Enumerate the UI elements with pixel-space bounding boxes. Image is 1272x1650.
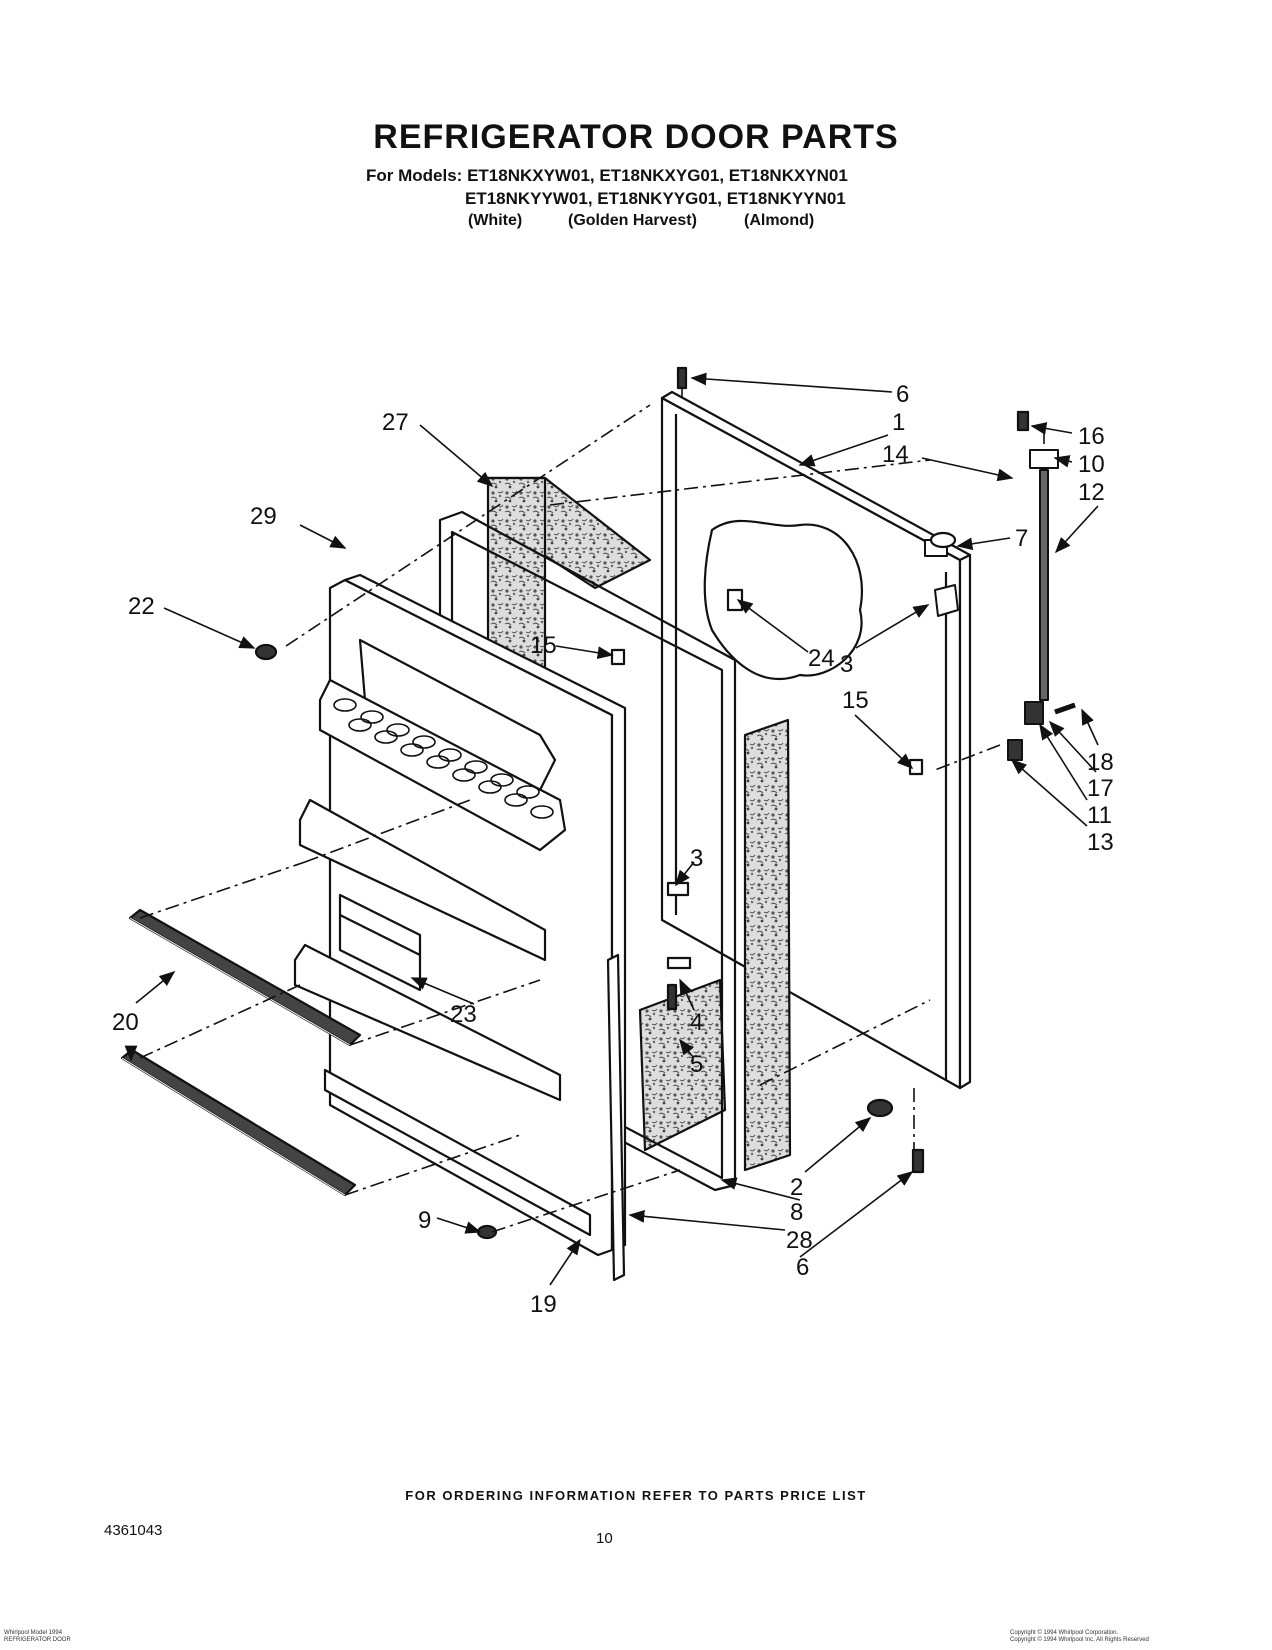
callout-24: 24 — [808, 645, 835, 672]
models-label: For Models: — [366, 166, 463, 185]
inner-door-liner — [293, 573, 627, 1257]
callout-1: 1 — [892, 409, 905, 436]
small-fasteners — [254, 366, 1030, 1240]
callout-13: 13 — [1087, 829, 1114, 856]
callout-20: 20 — [112, 1009, 139, 1036]
callout-17: 17 — [1087, 775, 1114, 802]
callout-29: 29 — [250, 503, 277, 530]
callout-15-right: 15 — [842, 687, 869, 714]
callout-8: 8 — [790, 1199, 803, 1226]
color-almond: (Almond) — [744, 212, 815, 229]
callout-3-right: 3 — [840, 651, 853, 678]
callout-6-bottom: 6 — [796, 1254, 809, 1281]
assembly-lines — [139, 388, 1045, 1233]
document-number: 4361043 — [104, 1522, 163, 1539]
callout-23: 23 — [450, 1001, 477, 1028]
callout-10: 10 — [1078, 451, 1105, 478]
color-white: (White) — [468, 212, 523, 229]
door-stop-strip — [606, 953, 626, 1282]
callout-22: 22 — [128, 593, 155, 620]
callout-2: 2 — [790, 1174, 803, 1201]
callout-5: 5 — [690, 1051, 703, 1078]
callout-27: 27 — [382, 409, 409, 436]
callout-16: 16 — [1078, 423, 1105, 450]
callout-12: 12 — [1078, 479, 1105, 506]
models-list-1: ET18NKXYW01, ET18NKXYG01, ET18NKXYN01 — [467, 166, 848, 185]
page-number: 10 — [596, 1530, 613, 1547]
leader-lines — [124, 372, 1099, 1286]
page-title: REFRIGERATOR DOOR PARTS — [373, 118, 899, 156]
models-row-2: ET18NKYYW01, ET18NKYYG01, ET18NKYYN01 — [465, 189, 846, 208]
callout-3-center: 3 — [690, 845, 703, 872]
callout-14: 14 — [882, 441, 909, 468]
callout-28: 28 — [786, 1227, 813, 1254]
fine-right-line-1: Copyright © 1994 Whirlpool Corporation. — [1010, 1630, 1119, 1636]
fine-right-line-2: Copyright © 1994 Whirlpool Inc. All Righ… — [1010, 1637, 1149, 1643]
hinge-rod — [1007, 449, 1076, 761]
callout-18: 18 — [1087, 749, 1114, 776]
callout-6-top: 6 — [896, 381, 909, 408]
callout-11: 11 — [1087, 802, 1112, 829]
fine-print-right: Copyright © 1994 Whirlpool Corporation. … — [1010, 1630, 1149, 1644]
insulation-strip-center — [638, 978, 727, 1152]
fine-print-left: Whirlpool Model 1994 REFRIGERATOR DOOR — [4, 1630, 71, 1644]
insulation-strip-right — [743, 718, 792, 1172]
callout-labels: 6 1 14 16 10 12 7 3 15 24 18 17 11 13 27… — [112, 381, 1114, 1318]
shelf-rail-upper — [128, 908, 362, 1047]
callout-19: 19 — [530, 1291, 557, 1318]
color-golden-harvest: (Golden Harvest) — [568, 212, 697, 229]
outer-door-panel — [660, 390, 972, 1090]
shelf-rail-lower — [120, 1048, 357, 1197]
callout-15-left: 15 — [530, 632, 557, 659]
models-row-1: For Models: ET18NKXYW01, ET18NKXYG01, ET… — [366, 166, 848, 186]
fine-left-line-2: REFRIGERATOR DOOR — [4, 1637, 71, 1643]
callout-4: 4 — [690, 1009, 703, 1036]
callout-9: 9 — [418, 1207, 431, 1234]
ordering-note: FOR ORDERING INFORMATION REFER TO PARTS … — [405, 1488, 867, 1503]
callout-7: 7 — [1015, 525, 1028, 552]
fine-left-line-1: Whirlpool Model 1994 — [4, 1630, 63, 1636]
